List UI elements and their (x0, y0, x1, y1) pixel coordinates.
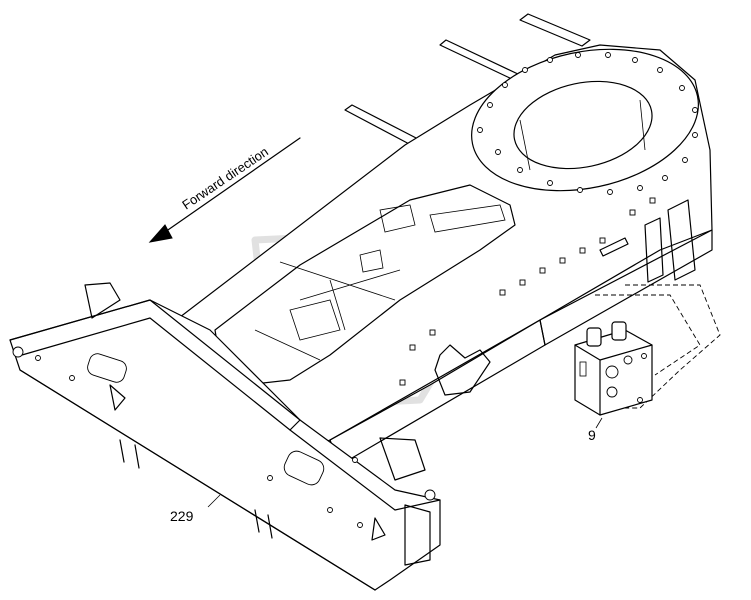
valve-block (574, 321, 653, 416)
main-frame (9, 44, 713, 591)
part-label-9: 9 (588, 427, 596, 443)
leader-line-9 (595, 417, 603, 429)
ring-bolt-holes (477, 52, 698, 195)
forward-direction-arrow (148, 137, 301, 243)
hydraulic-dashed-lines (595, 284, 721, 409)
side-holes (399, 197, 656, 386)
part-label-229: 229 (170, 508, 194, 524)
leader-line-229 (207, 494, 221, 508)
forward-direction-label: Forward direction (179, 144, 271, 213)
